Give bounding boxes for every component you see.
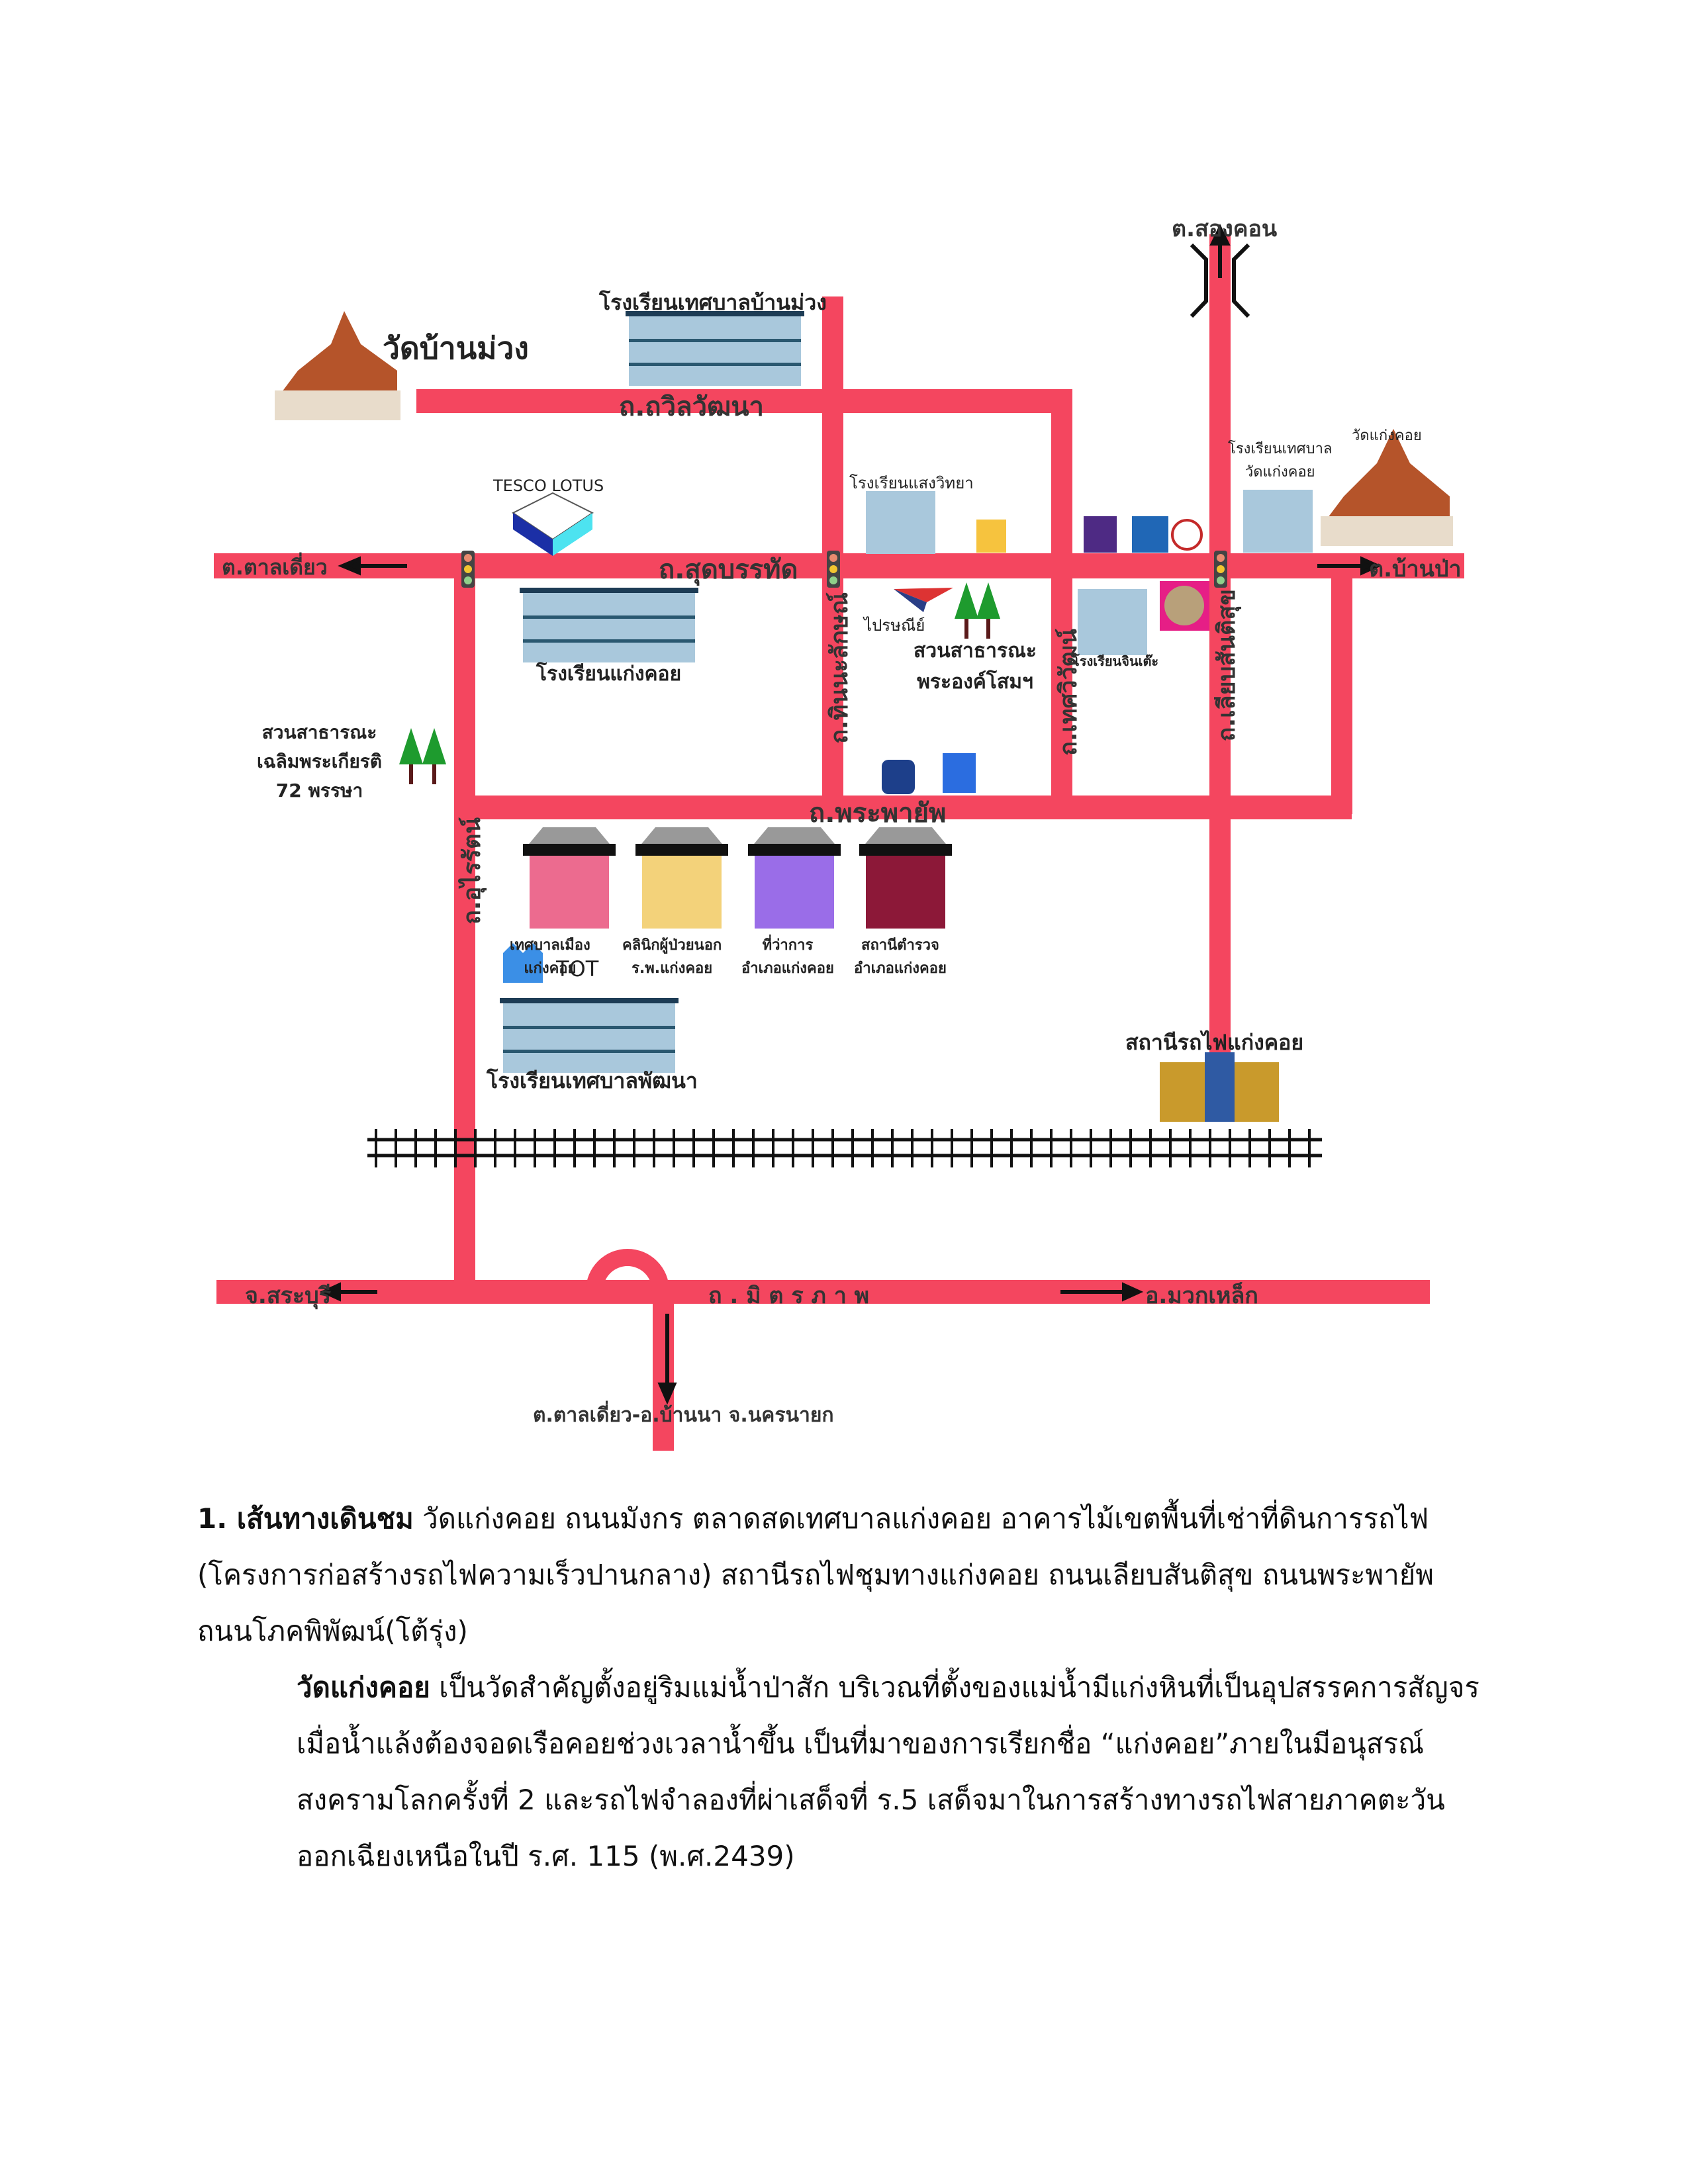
- label-school-chinese: โรงเรียนจินเต๊ะ: [1072, 653, 1159, 669]
- label-muak-lek: อ.มวกเหล็ก: [1145, 1283, 1258, 1309]
- road-south: [653, 1292, 674, 1451]
- label-school-ban-muang: โรงเรียนเทศบาลบ้านม่วง: [599, 290, 827, 315]
- paragraph-wat-text: เป็นวัดสำคัญตั้งอยู่ริมแม่น้ำป่าสัก บริเ…: [297, 1671, 1479, 1872]
- road-urairat: [454, 565, 475, 1293]
- label-road-mittraphap: ถ . มิ ต ร ภ า พ: [708, 1283, 870, 1309]
- label-south-direction: ต.ตาลเดี่ยว-อ.บ้านนา จ.นครนายก: [533, 1404, 834, 1427]
- label-road-thinnalak: ถ.ทินนะลักษณ์: [826, 592, 853, 744]
- bank-logo-icon: [1132, 516, 1168, 553]
- school-building-icon: [626, 311, 804, 386]
- school-building-icon: [866, 491, 935, 554]
- label-road-sut-banthat: ถ.สุดบรรทัด: [659, 555, 798, 585]
- road-phra-phayap: [455, 796, 1352, 819]
- police-station-building-icon: [859, 827, 952, 929]
- road-thawil-watthana: [416, 389, 1072, 413]
- road-thetwiwat: [1051, 400, 1072, 813]
- tree-icon: [976, 582, 1000, 639]
- bridge-icon: [1190, 243, 1250, 318]
- railway-ties: [375, 1129, 1311, 1167]
- route-map: [214, 224, 1464, 1451]
- traffic-light-icon: [461, 551, 475, 588]
- label-wat-kaeng-khoi: วัดแก่งคอย: [1352, 428, 1422, 444]
- road-mittraphap: [216, 1280, 1430, 1304]
- paragraph-route-text: วัดแก่งคอย ถนนมังกร ตลาดสดเทศบาลแก่งคอย …: [197, 1502, 1434, 1647]
- school-building-icon: [1078, 589, 1147, 655]
- label-clinic: คลินิกผู้ป่วยนอกร.พ.แก่งคอย: [622, 937, 722, 977]
- label-wat-ban-muang: วัดบ้านม่วง: [383, 330, 529, 366]
- label-road-thetwiwat: ถ.เทศวิวัฒน์: [1055, 629, 1082, 756]
- tree-icon: [955, 582, 978, 639]
- school-building-icon: [1243, 490, 1313, 553]
- label-tot: TOT: [556, 956, 599, 981]
- temple-icon: [1321, 429, 1453, 546]
- temple-icon: [275, 311, 400, 420]
- clinic-building-icon: [635, 827, 728, 929]
- railway-track: [367, 1138, 1322, 1158]
- school-building-icon: [520, 588, 698, 662]
- label-tan-diao: ต.ตาลเดี่ยว: [222, 555, 328, 580]
- tot-building-icon: [503, 943, 543, 983]
- direction-arrows: [319, 224, 1382, 1405]
- road-liap-santisuk: [1209, 234, 1231, 1101]
- paragraph-route-heading: 1. เส้นทางเดินชม: [197, 1502, 414, 1535]
- traffic-light-icon: [827, 551, 840, 588]
- roads: [214, 234, 1464, 1451]
- label-municipality: เทศบาลเมืองแก่งคอย: [510, 937, 590, 977]
- label-road-phra-phayap: ถ.พระพายัพ: [809, 798, 947, 829]
- label-school-kaeng-khoi: โรงเรียนแก่งคอย: [536, 662, 682, 686]
- tree-icon: [399, 728, 423, 784]
- label-park-72: สวนสาธารณะเฉลิมพระเกียรติ72 พรรษา: [257, 721, 382, 801]
- label-song-khon: ต.สองคอน: [1172, 216, 1278, 242]
- district-office-building-icon: [748, 827, 841, 929]
- label-park-somdet: สวนสาธารณะพระองค์โสมฯ: [914, 639, 1037, 694]
- bank-logo-icon: [882, 760, 915, 794]
- u-turn: [586, 1249, 669, 1291]
- bank-logo-icon: [943, 753, 976, 793]
- post-office-icon: [894, 588, 953, 602]
- paragraph-wat: วัดแก่งคอย เป็นวัดสำคัญตั้งอยู่ริมแม่น้ำ…: [197, 1659, 1495, 1884]
- label-school-saeng-witthaya: โรงเรียนแสงวิทยา: [849, 474, 974, 492]
- label-school-phatthana: โรงเรียนเทศบาลพัฒนา: [487, 1068, 698, 1093]
- tesco-building-icon: [512, 492, 594, 556]
- municipality-building-icon: [523, 827, 616, 929]
- paragraph-route: 1. เส้นทางเดินชม วัดแก่งคอย ถนนมังกร ตลา…: [197, 1490, 1495, 1659]
- label-road-urairat: ถ.อุไรรัตน์: [459, 817, 486, 925]
- label-road-thawil-watthana: ถ.ถวิลวัฒนา: [619, 392, 765, 422]
- school-building-icon: [500, 998, 679, 1073]
- train-station-icon: [1160, 1052, 1279, 1122]
- label-saraburi: จ.สระบุรี: [245, 1283, 331, 1309]
- bank-logo-icon: [1084, 516, 1117, 553]
- bank-logo-icon: [1171, 519, 1203, 551]
- label-road-liap-santisuk: ถ.เลียบสันติสุข: [1213, 589, 1241, 742]
- paragraph-wat-heading: วัดแก่งคอย: [297, 1671, 430, 1704]
- tree-icon: [422, 728, 446, 784]
- label-train-station: สถานีรถไฟแก่งคอย: [1125, 1030, 1304, 1055]
- label-police: สถานีตำรวจอำเภอแก่งคอย: [854, 937, 947, 977]
- road-east-connector: [1331, 576, 1352, 814]
- label-district-office: ที่ว่าการอำเภอแก่งคอย: [741, 937, 834, 977]
- bank-logo-icon: [976, 520, 1006, 553]
- label-post-office: ไปรษณีย์: [864, 616, 925, 635]
- label-ban-pa: ต.บ้านป่า: [1369, 556, 1462, 582]
- label-school-tessaban-wat: โรงเรียนเทศบาลวัดแก่งคอย: [1228, 441, 1333, 480]
- traffic-light-icon: [1214, 551, 1227, 588]
- label-tesco: TESCO LOTUS: [493, 477, 604, 495]
